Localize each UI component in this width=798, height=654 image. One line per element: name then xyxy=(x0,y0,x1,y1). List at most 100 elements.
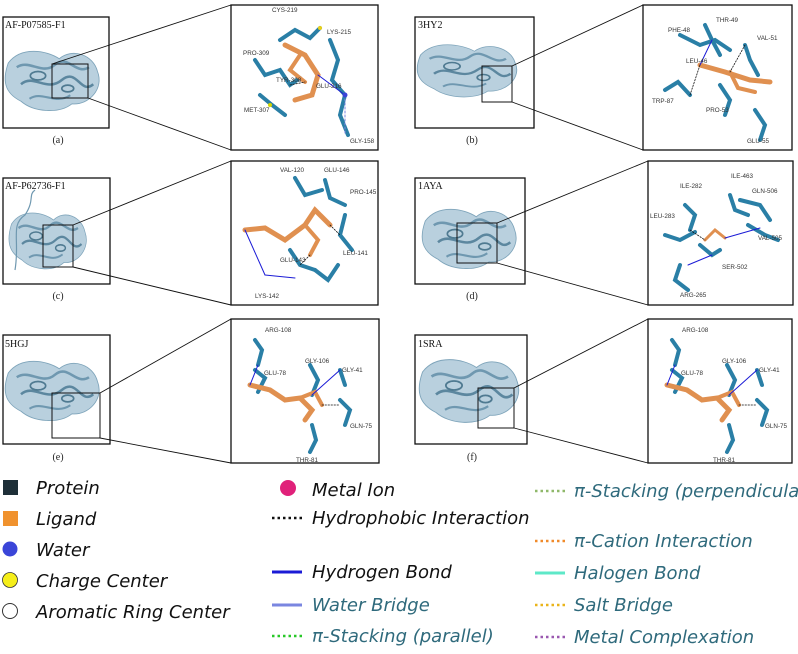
structure-id-f: 1SRA xyxy=(418,339,443,350)
legend-col-2: Metal Ion Hydrophobic Interaction Hydrog… xyxy=(272,480,530,647)
zoom-box-b xyxy=(481,65,513,103)
legend-label: Ligand xyxy=(36,509,97,530)
residue-label: THR-49 xyxy=(716,17,739,24)
residue-label: LYS-142 xyxy=(255,293,280,300)
panel-d: 1AYA (d) ILE-463 ILE-282 GLN-506 LEU-283… xyxy=(414,160,794,306)
aromatic-ring-center-swatch xyxy=(2,603,18,619)
residue-label: LEU-283 xyxy=(650,213,675,220)
residue-label: VAL-505 xyxy=(758,235,783,242)
zoom-box-f xyxy=(477,387,515,429)
caption-b: (b) xyxy=(466,135,478,146)
residue-label: GLU-55 xyxy=(747,138,770,145)
residue-label: GLU-216 xyxy=(316,83,342,90)
zoom-box-e xyxy=(51,392,101,439)
residue-label: GLY-106 xyxy=(305,358,330,365)
residue-label: GLU-146 xyxy=(324,167,350,174)
detail-frame-c xyxy=(230,160,379,306)
legend-col-3: π-Stacking (perpendicular) π-Cation Inte… xyxy=(535,481,798,648)
interaction-sticks-b xyxy=(663,23,773,142)
residue-label: GLY-158 xyxy=(350,138,375,145)
legend-label: Charge Center xyxy=(36,571,169,592)
charge-center-swatch xyxy=(2,572,18,588)
residue-label: PRO-309 xyxy=(243,50,270,57)
residue-label: CYS-219 xyxy=(272,7,298,14)
residue-label: THR-81 xyxy=(296,457,319,464)
zoom-box-a xyxy=(51,63,89,99)
legend-col-1: Protein Ligand Water Charge Center Aroma… xyxy=(2,478,231,623)
interaction-sticks-f xyxy=(664,338,770,454)
legend-label-line: Hydrophobic Interaction xyxy=(312,508,530,529)
water-swatch xyxy=(2,541,18,557)
legend-label: Hydrogen Bond xyxy=(312,562,452,583)
legend-label: Halogen Bond xyxy=(574,563,701,584)
residue-label: SER-502 xyxy=(722,264,748,271)
residue-label: ILE-282 xyxy=(680,183,703,190)
residue-label: GLY-41 xyxy=(759,367,780,374)
residue-label: PRO-145 xyxy=(350,189,377,196)
residue-label: LEU-46 xyxy=(686,58,708,65)
interaction-sticks-c xyxy=(242,176,354,283)
detail-frame-f xyxy=(647,318,793,464)
legend-label: π-Cation Interaction xyxy=(574,531,753,552)
residue-label: GLN-75 xyxy=(765,423,788,430)
legend-label: Hydrophobic Interaction xyxy=(312,508,530,529)
interaction-sticks-e xyxy=(247,338,353,454)
residue-label: GLU-143 xyxy=(280,257,306,264)
legend-label: π-Stacking (parallel) xyxy=(312,626,494,647)
residue-label: GLY-106 xyxy=(722,358,747,365)
residue-label: GLU-78 xyxy=(681,370,704,377)
interaction-sticks-d xyxy=(663,193,780,292)
legend: Protein Ligand Water Charge Center Aroma… xyxy=(2,478,798,648)
caption-c: (c) xyxy=(52,291,63,302)
caption-a: (a) xyxy=(52,135,63,146)
ligand-swatch xyxy=(3,511,18,526)
residue-label: GLY-41 xyxy=(342,367,363,374)
structure-id-d: 1AYA xyxy=(418,181,443,192)
residue-label: VAL-120 xyxy=(280,167,305,174)
caption-f: (f) xyxy=(467,452,477,463)
residue-label: ARG-108 xyxy=(682,327,709,334)
residue-label: LEU-141 xyxy=(343,250,368,257)
detail-frame-a xyxy=(230,4,379,151)
caption-e: (e) xyxy=(52,452,63,463)
legend-label: Protein xyxy=(36,478,100,499)
panel-f: 1SRA (f) ARG-108 GLY-106 GLU-78 GLY-41 G… xyxy=(414,318,793,464)
caption-d: (d) xyxy=(466,291,478,302)
structure-id-b: 3HY2 xyxy=(418,20,442,31)
residue-label: ILE-463 xyxy=(731,173,754,180)
residue-label: TYR-308 xyxy=(276,77,302,84)
residue-label: GLU-78 xyxy=(264,370,287,377)
legend-label: Metal Ion xyxy=(312,480,395,501)
detail-frame-d xyxy=(647,160,794,306)
residue-label: GLN-506 xyxy=(752,188,778,195)
residue-label: THR-81 xyxy=(713,457,736,464)
structure-id-a: AF-P07585-F1 xyxy=(5,20,66,31)
structure-id-e: 5HGJ xyxy=(5,339,28,350)
panel-b: 3HY2 (b) THR-49 PHE-48 VAL-51 LEU-46 TRP… xyxy=(414,4,793,151)
panel-c: AF-P62736-F1 (c) VAL-120 GLU-146 PRO-145… xyxy=(2,160,379,306)
structure-id-c: AF-P62736-F1 xyxy=(5,181,66,192)
residue-label: MET-307 xyxy=(244,107,270,114)
residue-label: TRP-87 xyxy=(652,98,674,105)
panel-e: 5HGJ (e) ARG-108 GLY-106 GLU-78 GLY-41 G… xyxy=(2,318,380,464)
legend-label: Aromatic Ring Center xyxy=(35,602,231,623)
legend-label: Metal Complexation xyxy=(574,627,754,648)
interaction-sticks-a xyxy=(253,26,350,137)
zoom-box-d xyxy=(456,222,498,264)
residue-label: PHE-48 xyxy=(668,27,691,34)
legend-label: Water Bridge xyxy=(312,595,430,616)
zoom-box-c xyxy=(42,224,74,268)
metal-ion-swatch xyxy=(280,480,296,496)
panel-a: AF-P07585-F1 (a) CYS-219 LYS-215 PRO-309… xyxy=(2,4,379,151)
detail-frame-b xyxy=(642,4,793,151)
legend-label: Salt Bridge xyxy=(574,595,673,616)
residue-label: LYS-215 xyxy=(327,29,352,36)
residue-label: VAL-51 xyxy=(757,35,778,42)
residue-label: GLN-75 xyxy=(350,423,373,430)
protein-swatch xyxy=(3,480,18,495)
legend-label: Water xyxy=(36,540,91,561)
residue-label: ARG-265 xyxy=(680,292,707,299)
residue-label: ARG-108 xyxy=(265,327,292,334)
residue-label: PRO-53 xyxy=(706,107,729,114)
legend-label: π-Stacking (perpendicular) xyxy=(574,481,798,502)
